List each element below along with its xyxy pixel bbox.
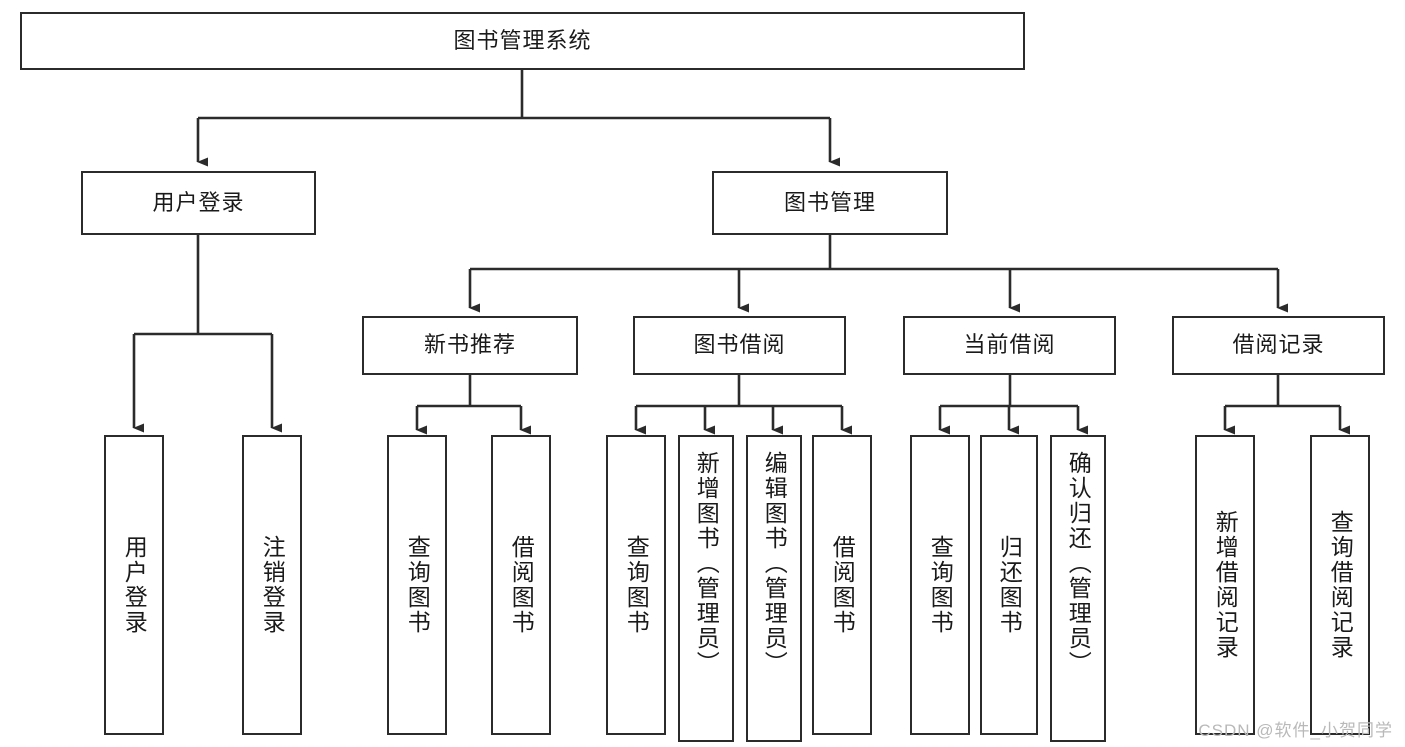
node-book-borrow-label: 图书借阅 bbox=[693, 332, 786, 358]
node-leaf-borrow-book-2[interactable]: 借阅图书 bbox=[812, 435, 872, 735]
node-leaf-query-book-1-label: 查询图书 bbox=[404, 535, 431, 635]
node-book-manage-label: 图书管理 bbox=[783, 189, 876, 215]
node-user-login-label: 用户登录 bbox=[152, 189, 245, 215]
node-new-book-recommend-label: 新书推荐 bbox=[423, 332, 516, 358]
node-leaf-edit-book[interactable]: 编辑图书（管理员） bbox=[746, 435, 802, 742]
node-user-login[interactable]: 用户登录 bbox=[81, 171, 316, 235]
node-book-manage[interactable]: 图书管理 bbox=[712, 171, 948, 235]
node-book-borrow[interactable]: 图书借阅 bbox=[633, 316, 846, 375]
csdn-watermark: CSDN @软件_小贺同学 bbox=[1198, 721, 1393, 740]
node-current-borrow-label: 当前借阅 bbox=[963, 332, 1056, 358]
node-leaf-add-book-label: 新增图书（管理员） bbox=[693, 451, 720, 676]
node-leaf-add-record[interactable]: 新增借阅记录 bbox=[1195, 435, 1255, 735]
node-leaf-query-book-1[interactable]: 查询图书 bbox=[387, 435, 447, 735]
node-leaf-query-book-2[interactable]: 查询图书 bbox=[606, 435, 666, 735]
node-root[interactable]: 图书管理系统 bbox=[20, 12, 1025, 70]
node-leaf-return-book-label: 归还图书 bbox=[996, 535, 1023, 635]
node-leaf-borrow-book-1-label: 借阅图书 bbox=[508, 535, 535, 635]
node-leaf-query-record-label: 查询借阅记录 bbox=[1327, 510, 1354, 660]
node-leaf-user-login[interactable]: 用户登录 bbox=[104, 435, 164, 735]
node-leaf-confirm-return[interactable]: 确认归还（管理员） bbox=[1050, 435, 1106, 742]
node-leaf-user-login-label: 用户登录 bbox=[121, 535, 148, 635]
node-leaf-query-book-3[interactable]: 查询图书 bbox=[910, 435, 970, 735]
node-leaf-return-book[interactable]: 归还图书 bbox=[980, 435, 1038, 735]
node-current-borrow[interactable]: 当前借阅 bbox=[903, 316, 1116, 375]
node-leaf-borrow-book-1[interactable]: 借阅图书 bbox=[491, 435, 551, 735]
node-leaf-query-book-2-label: 查询图书 bbox=[623, 535, 650, 635]
node-leaf-edit-book-label: 编辑图书（管理员） bbox=[761, 451, 788, 676]
node-root-label: 图书管理系统 bbox=[453, 27, 592, 53]
node-leaf-borrow-book-2-label: 借阅图书 bbox=[829, 535, 856, 635]
node-leaf-add-book[interactable]: 新增图书（管理员） bbox=[678, 435, 734, 742]
node-leaf-add-record-label: 新增借阅记录 bbox=[1212, 510, 1239, 660]
node-new-book-recommend[interactable]: 新书推荐 bbox=[362, 316, 578, 375]
node-leaf-logout-login[interactable]: 注销登录 bbox=[242, 435, 302, 735]
node-leaf-query-record[interactable]: 查询借阅记录 bbox=[1310, 435, 1370, 735]
node-leaf-query-book-3-label: 查询图书 bbox=[927, 535, 954, 635]
node-leaf-confirm-return-label: 确认归还（管理员） bbox=[1065, 451, 1092, 676]
node-borrow-record[interactable]: 借阅记录 bbox=[1172, 316, 1385, 375]
node-borrow-record-label: 借阅记录 bbox=[1232, 332, 1325, 358]
node-leaf-logout-login-label: 注销登录 bbox=[259, 535, 286, 635]
